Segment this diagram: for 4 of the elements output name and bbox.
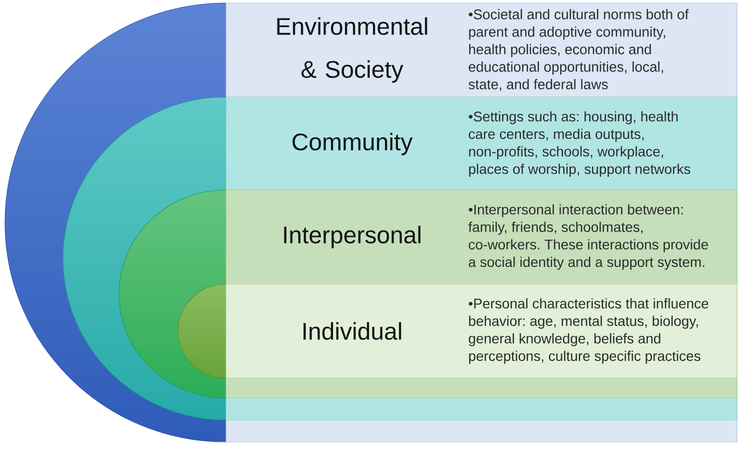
bullet-text: •Societal and cultural norms both of parent and adoptive community, health policies, economic and educational opportunities, local, state, and federal laws <box>468 9 689 91</box>
layer-title: Environmental & Society <box>277 17 428 83</box>
bullet-text: •Settings such as: housing, health care centers, media outputs, non-profits, schools, workplace, places of worship, support networks <box>468 111 690 177</box>
layer-title: Community <box>292 132 413 156</box>
